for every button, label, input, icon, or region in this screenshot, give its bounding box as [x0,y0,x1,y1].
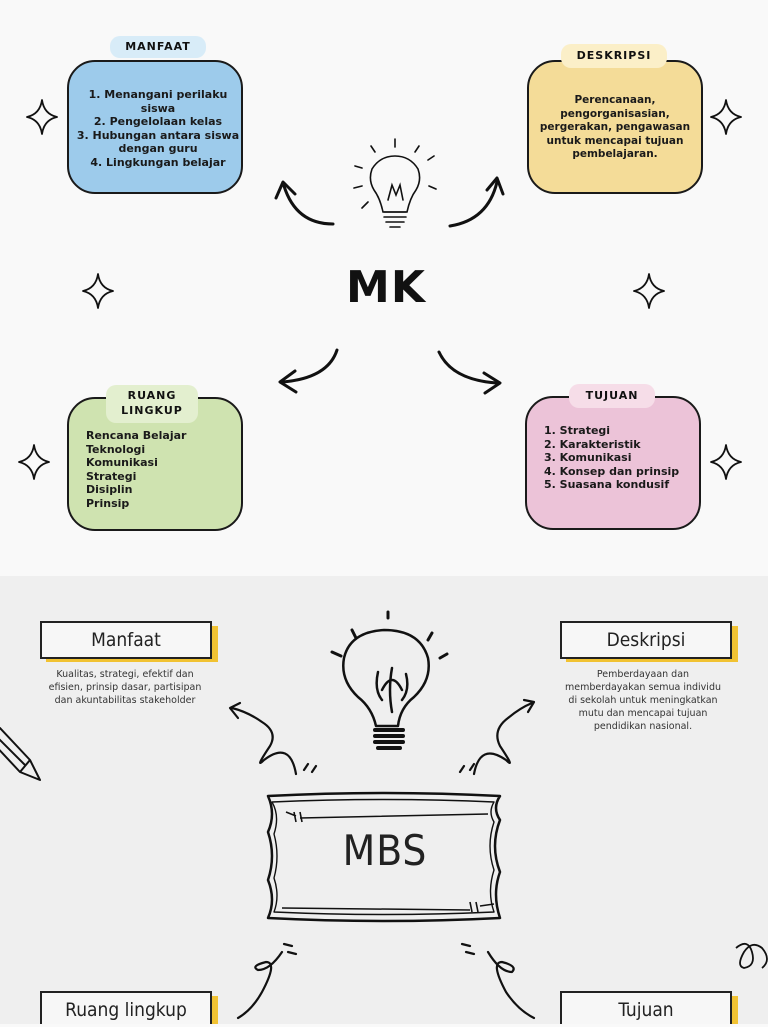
mbs-manfaat-label: Manfaat [40,621,212,659]
arrow-icon [281,348,339,384]
list-item: 1. Strategi [544,424,611,437]
list-item: Teknologi [86,442,146,456]
arrow-head [228,701,242,720]
arrow-head [522,698,536,714]
sparkle-icon [710,444,742,480]
text-line: pembelajaran. [572,148,658,160]
arrow-head [274,180,297,200]
arrow-icon [472,701,534,776]
pencil-icon [0,727,41,781]
mk-manfaat-list: 1. Menangani perilaku siswa 2. Pengelola… [70,88,246,169]
mbs-title: MBS [342,826,428,875]
arrow-icon [230,706,298,776]
list-item: 3. Hubungan antara siswa [76,128,240,142]
list-item: 4. Lingkungan belajar [90,155,226,169]
sparkle-icon [26,99,58,135]
mbs-manfaat-text: Kualitas, strategi, efektif dan efisien,… [30,668,220,707]
list-item: Komunikasi [86,456,158,469]
list-item: 5. Suasana kondusif [544,478,670,491]
list-item: 1. Menangani perilaku siswa [88,88,228,115]
list-item: 2. Karakteristik [544,437,641,451]
arrow-icon [437,350,499,385]
sparkle-icon [633,273,665,309]
text-line: memberdayakan semua individu [564,682,721,693]
mbs-deskripsi-label: Deskripsi [560,621,732,659]
arrow-icon [282,184,335,226]
mk-manfaat-card [67,60,243,194]
list-item: 3. Komunikasi [544,451,632,464]
mk-ruang-lingkup-tag: RUANG LINGKUP [106,385,198,423]
mk-ruang-lingkup-list: Rencana Belajar Teknologi Komunikasi Str… [86,429,236,510]
list-item: Disiplin [86,483,133,496]
mk-tujuan-tag: TUJUAN [569,384,655,408]
sparkle-icon [18,444,50,480]
list-item: 4. Konsep dan prinsip [544,464,680,478]
mbs-frame [266,791,502,923]
sparkle-icon [82,273,114,309]
list-item: dengan guru [118,142,198,155]
arrow-head [482,371,502,395]
text-line: untuk mencapai tujuan [546,134,684,147]
tick-marks [282,762,476,956]
arrow-icon [486,950,536,1020]
text-line: pengorganisasian, [560,107,670,120]
list-item: 2. Pengelolaan kelas [93,115,223,128]
text-line: Perencanaan, [574,94,656,106]
tag-line: RUANG [127,389,177,402]
mbs-ruang-lingkup-label: Ruang lingkup [40,991,212,1024]
tag-line: LINGKUP [121,404,183,417]
text-line: dan akuntabilitas stakeholder [54,695,196,706]
text-line: di sekolah untuk meningkatkan [568,695,718,706]
text-line: Kualitas, strategi, efektif dan [56,669,194,680]
mk-title: MK [346,262,426,313]
list-item: Prinsip [86,496,130,510]
arrow-head [278,369,298,394]
arrow-icon [448,180,499,228]
mk-tujuan-list: 1. Strategi 2. Karakteristik 3. Komunika… [544,424,694,492]
text-line: mutu dan mencapai tujuan [578,708,708,719]
mk-deskripsi-text: Perencanaan, pengorganisasian, pergeraka… [538,94,692,162]
text-line: efisien, prinsip dasar, partisipan [48,682,202,693]
list-item: Rencana Belajar [86,429,187,442]
sparkle-icon [710,99,742,135]
text-line: pergerakan, pengawasan [539,121,691,133]
mk-deskripsi-tag: DESKRIPSI [561,44,667,68]
arrow-head [485,176,505,196]
doodle-icon [735,942,768,969]
mk-manfaat-tag: MANFAAT [110,36,206,58]
arrow-icon [236,950,284,1020]
list-item: Strategi [86,469,137,483]
text-line: Pemberdayaan dan [596,669,690,680]
mbs-deskripsi-text: Pemberdayaan dan memberdayakan semua ind… [548,668,738,733]
mbs-tujuan-label: Tujuan [560,991,732,1024]
lightbulb-icon [353,138,437,228]
lightbulb-icon [330,610,449,750]
mk-deskripsi-card [527,60,703,194]
text-line: pendidikan nasional. [593,721,693,732]
